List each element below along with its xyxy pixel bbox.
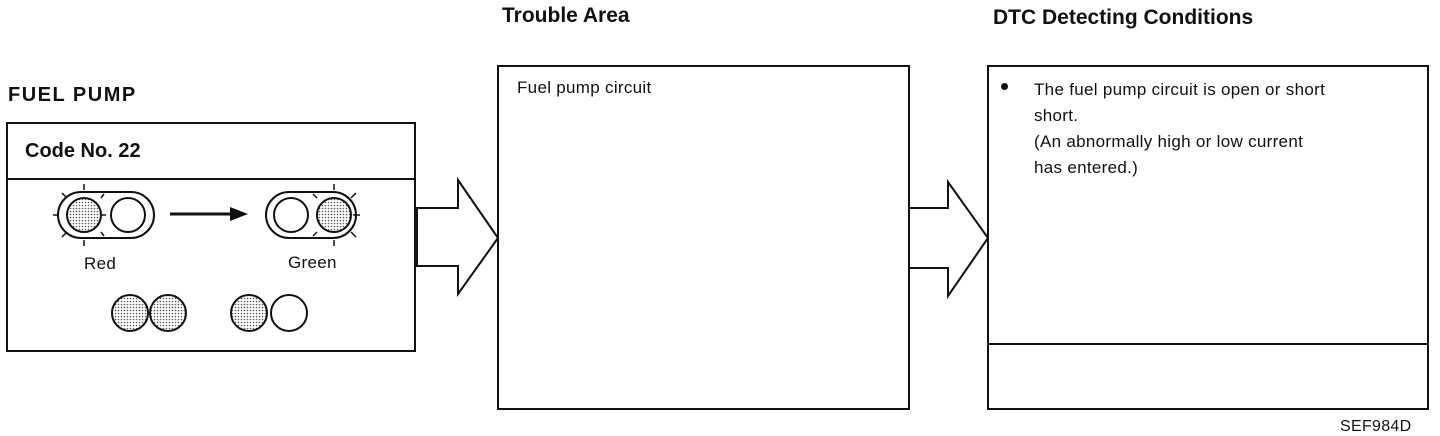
flow-arrow-2 <box>908 178 990 300</box>
transition-arrow <box>170 207 248 221</box>
section-title: FUEL PUMP <box>8 84 137 106</box>
lamp-green-label: Green <box>288 253 337 272</box>
code-number: Code No. 22 <box>25 140 141 162</box>
dtc-conditions-heading: DTC Detecting Conditions <box>993 6 1254 29</box>
figure-id: SEF984D <box>1340 418 1412 435</box>
lamp-pair-red-lit <box>53 184 155 246</box>
dtc-condition-text: The fuel pump circuit is open or short s… <box>1034 77 1325 181</box>
lamp-pair-mixed <box>230 294 308 332</box>
lamp-red-label: Red <box>84 254 117 273</box>
dtc-line-2: short. <box>1034 106 1079 125</box>
flow-arrow-1 <box>416 176 500 298</box>
lamp-pair-both-shaded <box>111 294 187 332</box>
trouble-area-text: Fuel pump circuit <box>517 78 652 97</box>
trouble-area-heading: Trouble Area <box>502 4 630 27</box>
lamp-pair-green-lit <box>265 184 360 246</box>
code-header: Code No. 22 <box>8 124 414 180</box>
dtc-line-3: (An abnormally high or low current <box>1034 132 1304 151</box>
dtc-conditions-box: The fuel pump circuit is open or short s… <box>987 65 1429 410</box>
dtc-line-1: The fuel pump circuit is open or short <box>1034 80 1326 99</box>
dtc-box-divider <box>989 343 1427 345</box>
trouble-area-box: Fuel pump circuit <box>497 65 910 410</box>
dtc-line-4: has entered.) <box>1034 158 1139 177</box>
bullet-icon <box>1001 83 1008 90</box>
